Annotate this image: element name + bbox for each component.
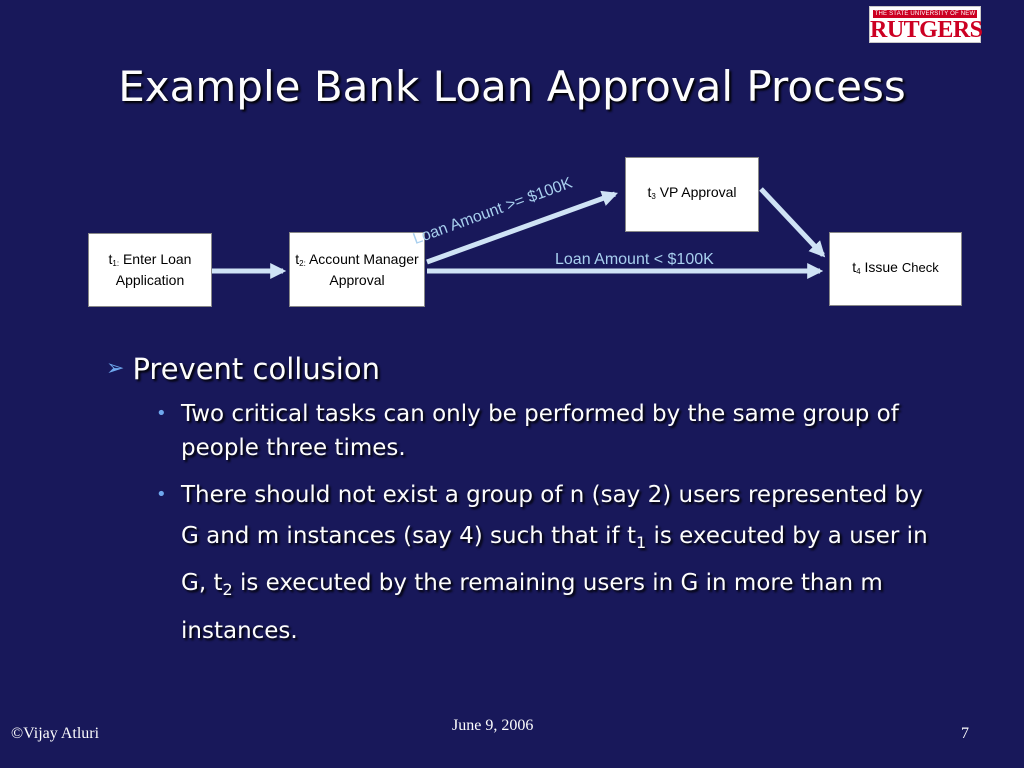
task-t4-box: t4 Issue Check	[829, 232, 962, 306]
arrow-t3-t4	[759, 187, 826, 258]
footer-page-number: 7	[961, 725, 969, 742]
arrow-bullet-icon: ➢	[106, 356, 125, 381]
dot-bullet-icon: •	[156, 403, 167, 424]
task-t1-text: t1: Enter Loan Application	[108, 251, 192, 288]
arrow-t2-t3	[426, 190, 619, 265]
bullet-text: Prevent collusion	[132, 352, 380, 386]
footer-date: June 9, 2006	[452, 717, 534, 734]
slide-title: Example Bank Loan Approval Process	[118, 62, 906, 111]
footer-author: ©Vijay Atluri	[11, 725, 100, 742]
task-t3-box: t3 VP Approval	[625, 157, 759, 232]
dot-bullet-icon: •	[156, 484, 167, 505]
edge-label-low-amount: Loan Amount < $100K	[555, 251, 714, 268]
sub-bullet-1-text: Two critical tasks can only be performed…	[181, 401, 899, 461]
sub-bullet-1: • Two critical tasks can only be perform…	[156, 397, 936, 465]
task-t2-box: t2: Account Manager Approval	[289, 232, 425, 307]
sub-bullet-2-text: There should not exist a group of n (say…	[181, 482, 928, 644]
logo-tagline: THE STATE UNIVERSITY OF NEW JERSEY	[873, 10, 977, 25]
rutgers-logo: THE STATE UNIVERSITY OF NEW JERSEY RUTGE…	[869, 6, 983, 43]
task-t3-text: t3 VP Approval	[647, 184, 737, 201]
bullet-prevent-collusion: ➢ Prevent collusion	[106, 351, 380, 387]
task-t2-text: t2: Account Manager Approval	[295, 250, 419, 288]
task-t4-text: t4 Issue Check	[852, 258, 939, 276]
sub-bullet-2: • There should not exist a group of n (s…	[156, 475, 936, 651]
task-t1-box: t1: Enter Loan Application	[88, 233, 212, 307]
logo-wordmark: RUTGERS	[870, 17, 983, 43]
